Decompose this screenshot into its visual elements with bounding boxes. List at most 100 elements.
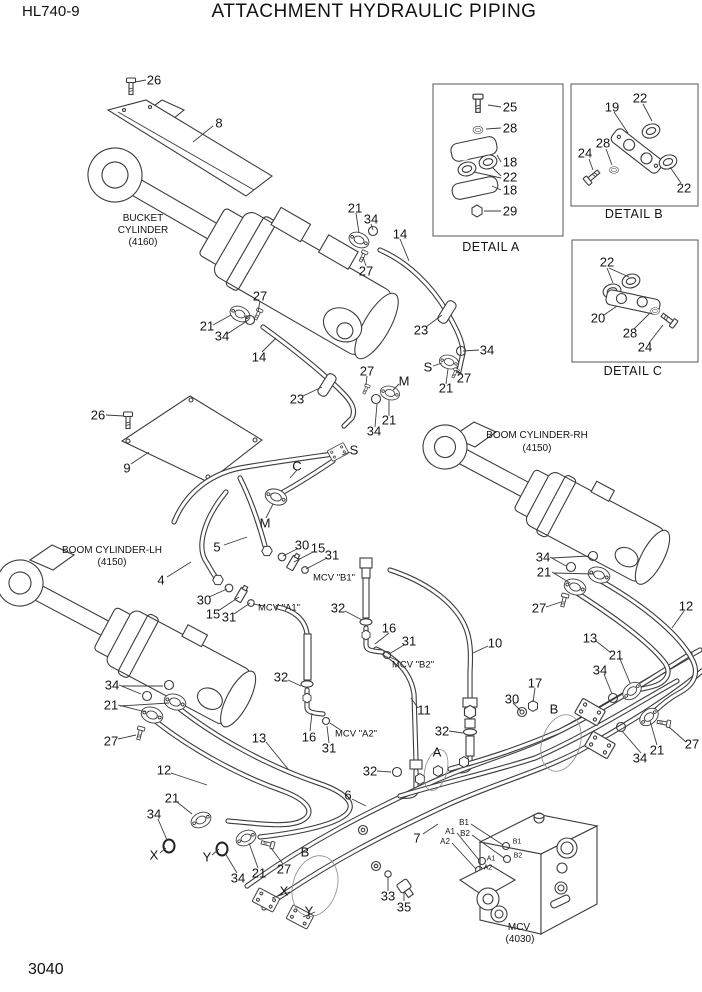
callout-21-rh-end-flange-lower: 21 xyxy=(649,742,665,758)
page-title: ATTACHMENT HYDRAULIC PIPING xyxy=(211,1,537,22)
callout-28-detail-a: 28 xyxy=(502,120,518,136)
section-a-sweep xyxy=(423,749,449,791)
callout-33-oring: 33 xyxy=(380,888,396,904)
page-number: 3040 xyxy=(28,961,64,978)
caption-detail-b: DETAIL B xyxy=(604,206,664,221)
component-mcv-line1: MCV xyxy=(507,922,531,933)
callout-13-lh-pipe: 13 xyxy=(251,730,267,746)
boom-cylinder-lh-drawing xyxy=(0,544,257,728)
callout-21-m-flange: 21 xyxy=(381,412,397,428)
callout-31-b1: 31 xyxy=(324,547,340,563)
cover-plate-8 xyxy=(106,99,273,197)
detail-b-box xyxy=(570,83,699,207)
callout-34-pipe14r-oring: 34 xyxy=(363,211,379,227)
port-letter-s-tube: S xyxy=(349,442,359,458)
callout-18-detail-a-upper: 18 xyxy=(502,154,518,170)
section-letter-b-right: B xyxy=(549,701,559,717)
callout-9-plate: 9 xyxy=(123,460,131,476)
mcv-port-callout-b2: B2 xyxy=(460,829,470,838)
callout-10-hose: 10 xyxy=(487,635,503,651)
mcv-block-drawing xyxy=(458,812,599,935)
callout-29-detail-a: 29 xyxy=(502,203,518,219)
mcv-port-label-b1: B1 xyxy=(512,838,522,846)
component-bucket-cylinder-line1: BUCKET xyxy=(122,213,164,224)
callout-30-bundle-plug: 30 xyxy=(504,691,520,707)
callout-22-detail-b-top: 22 xyxy=(632,90,648,106)
callout-5-tube: 5 xyxy=(213,539,221,555)
component-mcv-line2: (4030) xyxy=(505,934,535,945)
component-boom-cylinder-rh-line1: BOOM CYLINDER-RH xyxy=(486,430,588,441)
callout-31-a1: 31 xyxy=(221,609,237,625)
component-boom-cylinder-rh-line2: (4150) xyxy=(522,443,552,454)
component-boom-cylinder-lh-line1: BOOM CYLINDER-LH xyxy=(61,545,163,556)
component-bucket-cylinder-line2: CYLINDER xyxy=(117,225,169,236)
callout-26-plate-bolt: 26 xyxy=(90,407,106,423)
callout-24-detail-b: 24 xyxy=(577,145,593,161)
callout-21-rh-end-flange-upper: 21 xyxy=(608,647,624,663)
callout-8-cover: 8 xyxy=(215,115,223,131)
callout-21-lh-flanges: 21 xyxy=(103,697,119,713)
callout-34-rh-orings: 34 xyxy=(535,549,551,565)
callout-20-detail-c: 20 xyxy=(590,310,606,326)
callout-12-rh-pipe: 12 xyxy=(678,598,694,614)
port-letter-c: C xyxy=(292,458,302,474)
piping xyxy=(151,247,702,911)
callout-31-a2-oring: 31 xyxy=(321,740,337,756)
callout-6-pipe: 6 xyxy=(344,787,352,803)
callout-16-b2-elbow: 16 xyxy=(381,620,397,636)
leader-lines xyxy=(105,79,687,918)
callout-34-pipe14l-oring: 34 xyxy=(214,328,230,344)
boom-cylinder-rh-drawing xyxy=(422,421,671,585)
callout-23-clamp-right: 23 xyxy=(413,322,429,338)
callout-34-lh-end-oring-upper: 34 xyxy=(146,806,162,822)
callout-27-pipe14r-bolt: 27 xyxy=(358,263,374,279)
callout-32-hose10-oring: 32 xyxy=(434,723,450,739)
port-mcv-b2: MCV "B2" xyxy=(391,659,435,671)
callout-25-detail-a: 25 xyxy=(502,99,518,115)
caption-detail-c: DETAIL C xyxy=(603,363,663,378)
detail-c-box xyxy=(571,239,699,363)
callout-16-a2-elbow: 16 xyxy=(301,729,317,745)
port-letter-x-plate: X xyxy=(279,883,289,899)
callout-22-detail-b-bottom: 22 xyxy=(676,180,692,196)
callout-13-rh-pipe: 13 xyxy=(582,630,598,646)
callout-17-bundle-plug: 17 xyxy=(527,675,543,691)
caption-detail-a: DETAIL A xyxy=(462,239,520,254)
callout-14-pipe-right: 14 xyxy=(392,226,408,242)
callout-35-plug: 35 xyxy=(396,899,412,915)
callout-27-lh-bolt: 27 xyxy=(103,733,119,749)
section-b-sweep-right xyxy=(540,714,582,772)
port-letter-x-oring: X xyxy=(149,847,159,863)
callout-4-tube: 4 xyxy=(157,572,165,588)
component-boom-cylinder-lh-line2: (4150) xyxy=(97,557,127,568)
callout-30-b1: 30 xyxy=(294,537,310,553)
port-letter-m-upper: M xyxy=(398,373,410,389)
section-b-sweep-bottom xyxy=(291,855,339,917)
port-letter-s-upper: S xyxy=(423,359,433,375)
callout-27-m-flange-bolt: 27 xyxy=(359,363,375,379)
callout-21-lh-end-flange-lower: 21 xyxy=(251,865,267,881)
mcv-port-callout-a2: A2 xyxy=(440,837,450,846)
callout-12-lh-pipe: 12 xyxy=(156,762,172,778)
callout-21-lh-end-flange-upper: 21 xyxy=(164,790,180,806)
callout-27-s-flange-bolt: 27 xyxy=(456,370,472,386)
callout-21-pipe14r-flange: 21 xyxy=(347,200,363,216)
callout-7-pipe: 7 xyxy=(413,830,421,846)
port-letter-y-oring: Y xyxy=(202,849,212,865)
port-letter-m-tube: M xyxy=(259,515,271,531)
callout-34-lh-end-oring-lower: 34 xyxy=(230,870,246,886)
port-letter-y-plate: Y xyxy=(304,903,314,919)
callout-34-s-flange-oring: 34 xyxy=(479,342,495,358)
callout-27-rh-end-bolt: 27 xyxy=(684,736,700,752)
callout-34-rh-end-oring-upper: 34 xyxy=(592,662,608,678)
callout-34-m-flange-oring: 34 xyxy=(366,423,382,439)
component-bucket-cylinder-line3: (4160) xyxy=(128,237,158,248)
model-number: HL740-9 xyxy=(22,3,80,20)
callout-22-detail-c: 22 xyxy=(599,254,615,270)
callout-23-clamp-left: 23 xyxy=(289,391,305,407)
callout-32-hose11-oring: 32 xyxy=(362,763,378,779)
callout-27-pipe14l-bolt: 27 xyxy=(252,288,268,304)
callout-21-s-flange: 21 xyxy=(438,380,454,396)
